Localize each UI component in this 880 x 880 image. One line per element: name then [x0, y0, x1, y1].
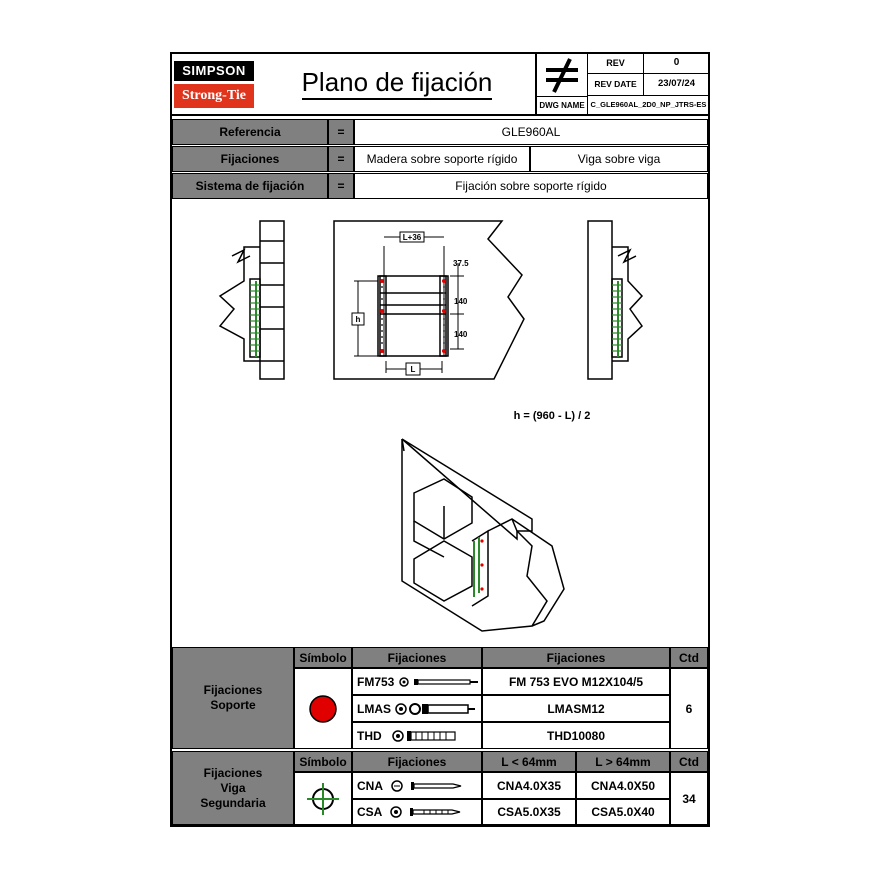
nail-holes — [381, 286, 445, 344]
brand-name-top: SIMPSON — [174, 61, 254, 81]
symbol-column-header: Símbolo — [294, 751, 352, 772]
dim-140-a: 140 — [454, 297, 468, 306]
brand-name-bottom: Strong-Tie — [174, 84, 254, 108]
fixing-row-cna: CNA — [352, 772, 482, 799]
beam-qty: 34 — [670, 772, 708, 825]
front-view — [333, 220, 525, 380]
isometric-view — [401, 438, 565, 632]
dim-140-b: 140 — [454, 330, 468, 339]
not-equal-icon — [546, 58, 578, 93]
cna-large-value: CNA4.0X50 — [576, 772, 670, 799]
beam-fixings-table: Fijaciones Viga Segundaria Símbolo Fijac… — [172, 751, 708, 825]
reference-label: Referencia — [172, 119, 328, 145]
rev-value: 0 — [644, 54, 709, 74]
brand-logo: SIMPSON Strong-Tie — [172, 54, 258, 114]
fixing-code: CNA — [357, 778, 383, 793]
dim-h: h — [356, 315, 361, 324]
support-fixings-table: Fijaciones Soporte Símbolo Fijaciones Fi… — [172, 647, 708, 749]
system-value: Fijación sobre soporte rígido — [354, 173, 708, 199]
csa-large-value: CSA5.0X40 — [576, 799, 670, 825]
fixing-name-thd: THD10080 — [482, 722, 670, 749]
fixing-name-fm753: FM 753 EVO M12X104/5 — [482, 668, 670, 695]
equals-sign: = — [328, 119, 354, 145]
title-block: SIMPSON Strong-Tie Plano de fijación DWG… — [172, 54, 709, 116]
rev-date-label: REV DATE — [588, 74, 644, 96]
fixing-row-fm753: FM753 — [352, 668, 482, 695]
info-table: Referencia = GLE960AL Fijaciones = Mader… — [172, 119, 708, 199]
revision-table: REV 0 REV DATE 23/07/24 C_GLE960AL_2D0_N… — [587, 54, 709, 114]
fixings-column-header: Fijaciones — [352, 751, 482, 772]
red-circle-icon — [309, 694, 337, 723]
isometric-connector — [473, 537, 480, 597]
screw-holes — [380, 279, 446, 353]
dim-l-plus-36: L+36 — [403, 233, 422, 242]
side-view-right — [587, 220, 644, 380]
qty-column-header: Ctd — [670, 647, 708, 668]
front-view-dimension-labels: L+36 h L 37.5 140 140 — [356, 233, 470, 374]
dim-l: L — [411, 365, 416, 374]
fixings-label: Fijaciones — [172, 146, 328, 172]
revision-symbol-box: DWG NAME — [535, 54, 587, 114]
dwg-name-label: DWG NAME — [537, 96, 587, 115]
equals-sign: = — [328, 173, 354, 199]
fixing-code: THD — [357, 728, 382, 743]
system-label: Sistema de fijación — [172, 173, 328, 199]
page-title: Plano de fijación — [272, 62, 522, 102]
rev-date-value: 23/07/24 — [644, 74, 709, 96]
reference-value: GLE960AL — [354, 119, 708, 145]
fixings-name-column-header: Fijaciones — [482, 647, 670, 668]
small-length-column-header: L < 64mm — [482, 751, 576, 772]
isometric-screws — [480, 539, 484, 591]
symbol-column-header: Símbolo — [294, 647, 352, 668]
qty-column-header: Ctd — [670, 751, 708, 772]
fixing-code: FM753 — [357, 674, 395, 689]
side-view-left — [218, 220, 285, 380]
fixings-column-header: Fijaciones — [352, 647, 482, 668]
fixing-code: LMAS — [357, 701, 391, 716]
green-crosshair-icon — [307, 782, 339, 815]
cna-small-value: CNA4.0X35 — [482, 772, 576, 799]
rev-label: REV — [588, 54, 644, 74]
fixings-value-wood: Madera sobre soporte rígido — [354, 146, 530, 172]
dim-37-5: 37.5 — [453, 259, 469, 268]
height-formula: h = (960 - L) / 2 — [514, 410, 591, 422]
fixing-row-thd: THD — [352, 722, 482, 749]
ring-nail-icon — [391, 779, 462, 792]
equals-sign: = — [328, 146, 354, 172]
dwg-name-value: C_GLE960AL_2D0_NP_JTRS-ES — [590, 100, 707, 109]
fixing-row-lmas: LMAS — [352, 695, 482, 722]
support-group-label: Fijaciones Soporte — [172, 647, 294, 749]
fixing-code: CSA — [357, 805, 383, 819]
large-length-column-header: L > 64mm — [576, 751, 670, 772]
wood-screw-icon — [390, 806, 461, 818]
screw-anchor-icon — [391, 729, 456, 742]
drawing-sheet: SIMPSON Strong-Tie Plano de fijación DWG… — [170, 52, 710, 827]
technical-drawing: L+36 h L 37.5 140 140 h = (960 - — [218, 220, 644, 632]
front-view-dimensions — [351, 231, 464, 376]
sleeve-anchor-icon — [395, 702, 475, 715]
fixings-value-beam: Viga sobre viga — [530, 146, 708, 172]
beam-symbol-cell — [294, 772, 352, 825]
csa-small-value: CSA5.0X35 — [482, 799, 576, 825]
fixing-row-csa: CSA — [352, 799, 482, 825]
fixing-name-lmas: LMASM12 — [482, 695, 670, 722]
anchor-bolt-icon — [399, 676, 479, 687]
support-symbol-cell — [294, 668, 352, 749]
support-qty: 6 — [670, 668, 708, 749]
beam-group-label: Fijaciones Viga Segundaria — [172, 751, 294, 825]
